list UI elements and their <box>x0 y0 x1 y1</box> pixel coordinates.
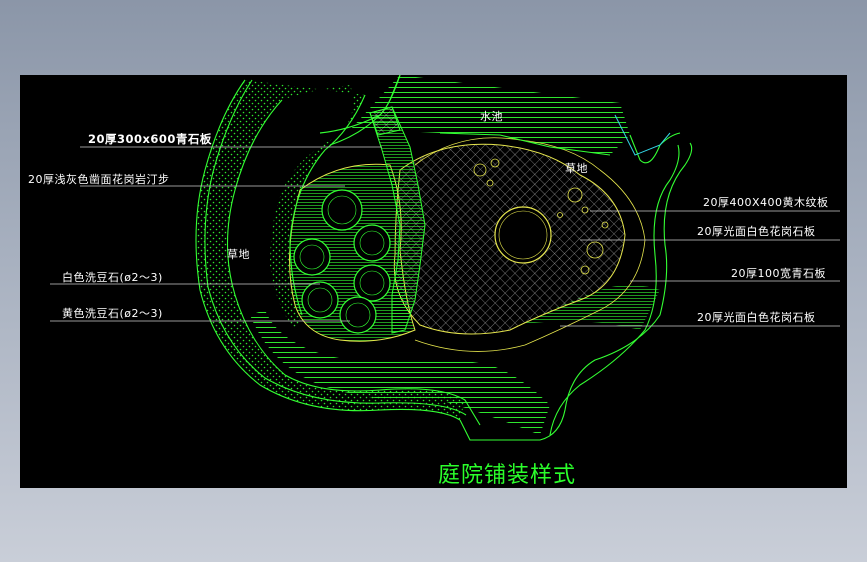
label-stepping-stone: 20厚浅灰色凿面花岗岩汀步 <box>28 173 170 186</box>
label-yellow-wood-slab: 20厚400X400黄木纹板 <box>703 196 829 209</box>
label-bluestone: 20厚300x600青石板 <box>88 132 212 146</box>
drawing-title: 庭院铺装样式 <box>438 463 577 488</box>
leader-lines <box>50 146 840 327</box>
pebble-zone <box>289 163 416 342</box>
plan-drawing <box>50 75 840 441</box>
label-pond: 水池 <box>480 110 503 123</box>
label-yellow-pebble: 黄色洗豆石(ø2～3) <box>62 307 163 320</box>
label-lawn-right: 草地 <box>565 162 588 175</box>
label-white-granite-1: 20厚光面白色花岗石板 <box>697 225 816 238</box>
label-bluestone-strip: 20厚100宽青石板 <box>731 267 826 280</box>
lawn-lower-area <box>250 285 660 435</box>
label-lawn-left: 草地 <box>227 248 250 261</box>
outline-curves <box>195 75 693 441</box>
paving-area <box>393 137 646 352</box>
water-edge <box>614 114 671 156</box>
stepping-path <box>369 106 426 334</box>
label-white-granite-2: 20厚光面白色花岗石板 <box>697 311 816 324</box>
label-white-pebble: 白色洗豆石(ø2～3) <box>62 271 163 284</box>
cad-drawing-canvas[interactable]: 20厚300x600青石板 20厚浅灰色凿面花岗岩汀步 白色洗豆石(ø2～3) … <box>20 75 847 488</box>
pond-area <box>319 75 630 155</box>
